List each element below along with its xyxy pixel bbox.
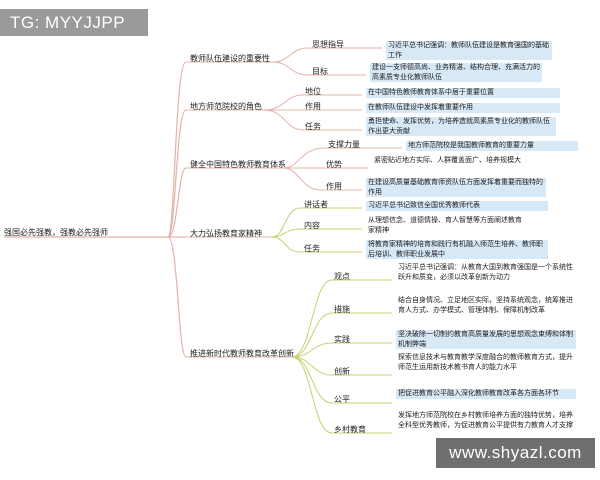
branch-5-child-2-label: 措施 <box>334 305 350 314</box>
branch-5-child-3-detail: 坚决破除一切制约教育高质量发展的思想观念束缚和体制机制弊端 <box>396 330 576 349</box>
branch-2-child-1-detail: 在中国特色教师教育体系中居于重要位置 <box>366 88 560 98</box>
branch-4-child-1-label: 讲话者 <box>304 200 328 209</box>
link-root-b2 <box>167 109 187 238</box>
link-root-b3 <box>167 167 187 238</box>
top-watermark: TG: MYYJJPP <box>0 9 148 36</box>
branch-4-child-2-label: 内容 <box>304 221 320 230</box>
branch-1-child-1-label: 思想指导 <box>312 40 344 49</box>
link-root-b1 <box>167 61 187 238</box>
branch-4-child-3-label: 任务 <box>304 244 320 253</box>
branch-5-child-2-detail: 结合自身情况、立足地区实际，坚持系统观念，统筹推进育人方式、办学模式、管理体制、… <box>396 296 576 315</box>
branch-3-child-2-label: 优势 <box>326 160 342 169</box>
branch-5-child-6-label: 乡村教育 <box>334 425 366 434</box>
link-root-b5 <box>167 236 187 358</box>
branch-3-child-2-detail: 紧密贴近地方实际、人群覆盖面广、培养规模大 <box>372 156 548 166</box>
branch-5-child-6-detail: 发挥地方师范院校在乡村教师培养方面的独特优势，培养全科型优秀教师，为促进教育公平… <box>396 411 580 430</box>
branch-4-child-2-detail: 从理想信念、道德情操、育人智慧等方面阐述教育家精神 <box>366 216 528 235</box>
branch-3-child-1-label: 支撑力量 <box>328 140 360 149</box>
branch-5-child-4-label: 创新 <box>334 367 350 376</box>
branch-1-child-2-label: 目标 <box>312 67 328 76</box>
branch-5-child-5-label: 公平 <box>334 395 350 404</box>
branch-1-label: 教师队伍建设的重要性 <box>190 54 270 63</box>
branch-5-child-1-label: 观点 <box>334 272 350 281</box>
branch-5-child-4-detail: 探索信息技术与教育教学深度融合的教师教育方式，提升师范生运用新技术教书育人的能力… <box>396 353 576 372</box>
branch-3-child-3-label: 作用 <box>326 182 342 191</box>
branch-1-child-2-detail: 建设一支师德高尚、业务精湛、结构合理、充满活力的高素质专业化教师队伍 <box>370 63 542 82</box>
branch-5-child-5-detail: 把促进教育公平融入深化教师教育改革各方面各环节 <box>396 389 576 399</box>
branch-2-child-2-label: 作用 <box>305 102 321 111</box>
branch-2-child-2-detail: 在教师队伍建设中发挥着重要作用 <box>366 103 560 113</box>
branch-1-child-1-detail: 习近平总书记强调：教师队伍建设是教育强国的基础工作 <box>386 41 552 60</box>
bottom-watermark: www.shyazl.com <box>436 438 595 468</box>
branch-3-child-3-detail: 在建设高质量基础教育师资队伍方面发挥着重要而独特的作用 <box>366 178 546 197</box>
branch-3-child-1-detail: 地方师范院校是我国教师教育的重要力量 <box>406 141 578 151</box>
branch-2-child-1-label: 地位 <box>305 87 321 96</box>
branch-5-child-3-label: 实践 <box>334 335 350 344</box>
branch-4-child-1-detail: 习近平总书记致信全国优秀教师代表 <box>366 201 548 211</box>
branch-3-label: 健全中国特色教师教育体系 <box>190 160 286 169</box>
branch-2-child-3-detail: 勇担使命、发挥优势，为培养造就高素质专业化的教师队伍作出更大贡献 <box>366 117 556 136</box>
branch-2-child-3-label: 任务 <box>305 122 321 131</box>
root-node: 强国必先强教，强教必先强师 <box>4 228 108 237</box>
branch-2-label: 地方师范院校的角色 <box>190 102 262 111</box>
branch-5-child-1-detail: 习近平总书记强调：从教育大国到教育强国是一个系统性跃升和质变，必须以改革创新为动… <box>396 263 576 282</box>
branch-4-child-3-detail: 将教育家精神的培育和践行有机融入师范生培养、教师职后培训、教师职业发展中 <box>366 240 548 259</box>
branch-5-label: 推进新时代教师教育改革创新 <box>190 349 294 358</box>
branch-4-label: 大力弘扬教育家精神 <box>190 229 262 238</box>
